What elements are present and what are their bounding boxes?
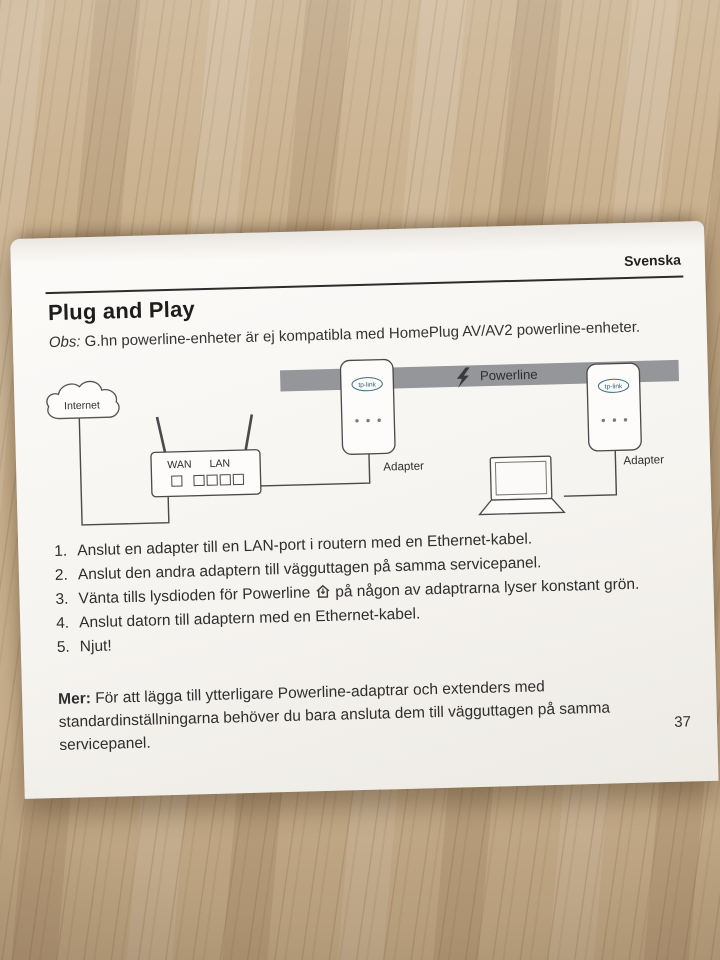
adapter-right-label: Adapter bbox=[623, 453, 664, 467]
note-text: G.hn powerline-enheter är ej kompatibla … bbox=[84, 318, 641, 351]
adapter-right-leds bbox=[601, 418, 628, 423]
step-text-before-icon: Vänta tills lysdioden för Powerline bbox=[78, 584, 311, 608]
brand-text-right: tp-link bbox=[605, 383, 623, 390]
step-number: 1. bbox=[54, 542, 68, 561]
language-label: Svenska bbox=[623, 251, 682, 270]
internet-label: Internet bbox=[64, 399, 100, 412]
more-info-note: Mer: För att lägga till ytterligare Powe… bbox=[58, 672, 670, 757]
wan-label: WAN bbox=[167, 459, 192, 472]
adapter-left-body bbox=[339, 358, 396, 455]
note-label: Obs: bbox=[48, 333, 81, 352]
laptop-base bbox=[478, 497, 566, 516]
step-number: 4. bbox=[55, 614, 70, 633]
laptop bbox=[478, 455, 566, 516]
brand-text-left: tp-link bbox=[358, 381, 376, 388]
laptop-to-adapter-cable bbox=[563, 450, 618, 497]
lightning-icon bbox=[456, 367, 470, 388]
step-number: 3. bbox=[55, 590, 69, 609]
powerline-adapter-left: tp-link bbox=[339, 358, 396, 455]
step-number: 5. bbox=[56, 638, 70, 656]
router: WAN LAN bbox=[150, 414, 262, 498]
router-ports bbox=[171, 473, 245, 487]
powerline-label: Powerline bbox=[480, 367, 538, 384]
lan-label: LAN bbox=[209, 458, 230, 471]
router-antenna-left bbox=[155, 416, 167, 453]
laptop-screen-inner bbox=[494, 460, 548, 496]
more-info-text: För att lägga till ytterligare Powerline… bbox=[58, 678, 611, 754]
router-to-adapter-cable bbox=[260, 453, 371, 487]
internet-cloud: Internet bbox=[46, 380, 120, 420]
instruction-steps: 1. Anslut en adapter till en LAN-port i … bbox=[54, 523, 689, 660]
step-text: Vänta tills lysdioden för Powerline på nå… bbox=[78, 573, 639, 612]
step-number: 2. bbox=[54, 566, 69, 585]
header-rule bbox=[45, 275, 684, 295]
adapter-right-body bbox=[586, 362, 642, 452]
tp-link-logo bbox=[597, 378, 630, 393]
manual-page: Svenska Plug and Play Obs: G.hn powerlin… bbox=[10, 220, 719, 799]
page-number: 37 bbox=[674, 713, 692, 731]
more-info-label: Mer: bbox=[57, 690, 92, 708]
adapter-left-leds bbox=[355, 418, 381, 423]
network-diagram: Powerline Internet WAN LAN bbox=[27, 350, 687, 544]
router-antenna-right bbox=[244, 414, 254, 451]
diagram-svg: Powerline Internet WAN LAN bbox=[46, 358, 680, 526]
adapter-left-label: Adapter bbox=[383, 460, 424, 474]
step-text: Njut! bbox=[79, 637, 112, 656]
step-item-3: 3. Vänta tills lysdioden för Powerline på… bbox=[55, 571, 687, 612]
tp-link-logo bbox=[351, 377, 383, 392]
powerline-adapter-right: tp-link bbox=[586, 362, 642, 452]
page-title: Plug and Play bbox=[47, 296, 196, 326]
internet-to-router-cable bbox=[78, 417, 170, 526]
powerline-house-icon bbox=[316, 584, 330, 598]
step-text-after-icon: på någon av adaptrarna lyser konstant gr… bbox=[335, 575, 640, 601]
router-body bbox=[150, 449, 262, 498]
